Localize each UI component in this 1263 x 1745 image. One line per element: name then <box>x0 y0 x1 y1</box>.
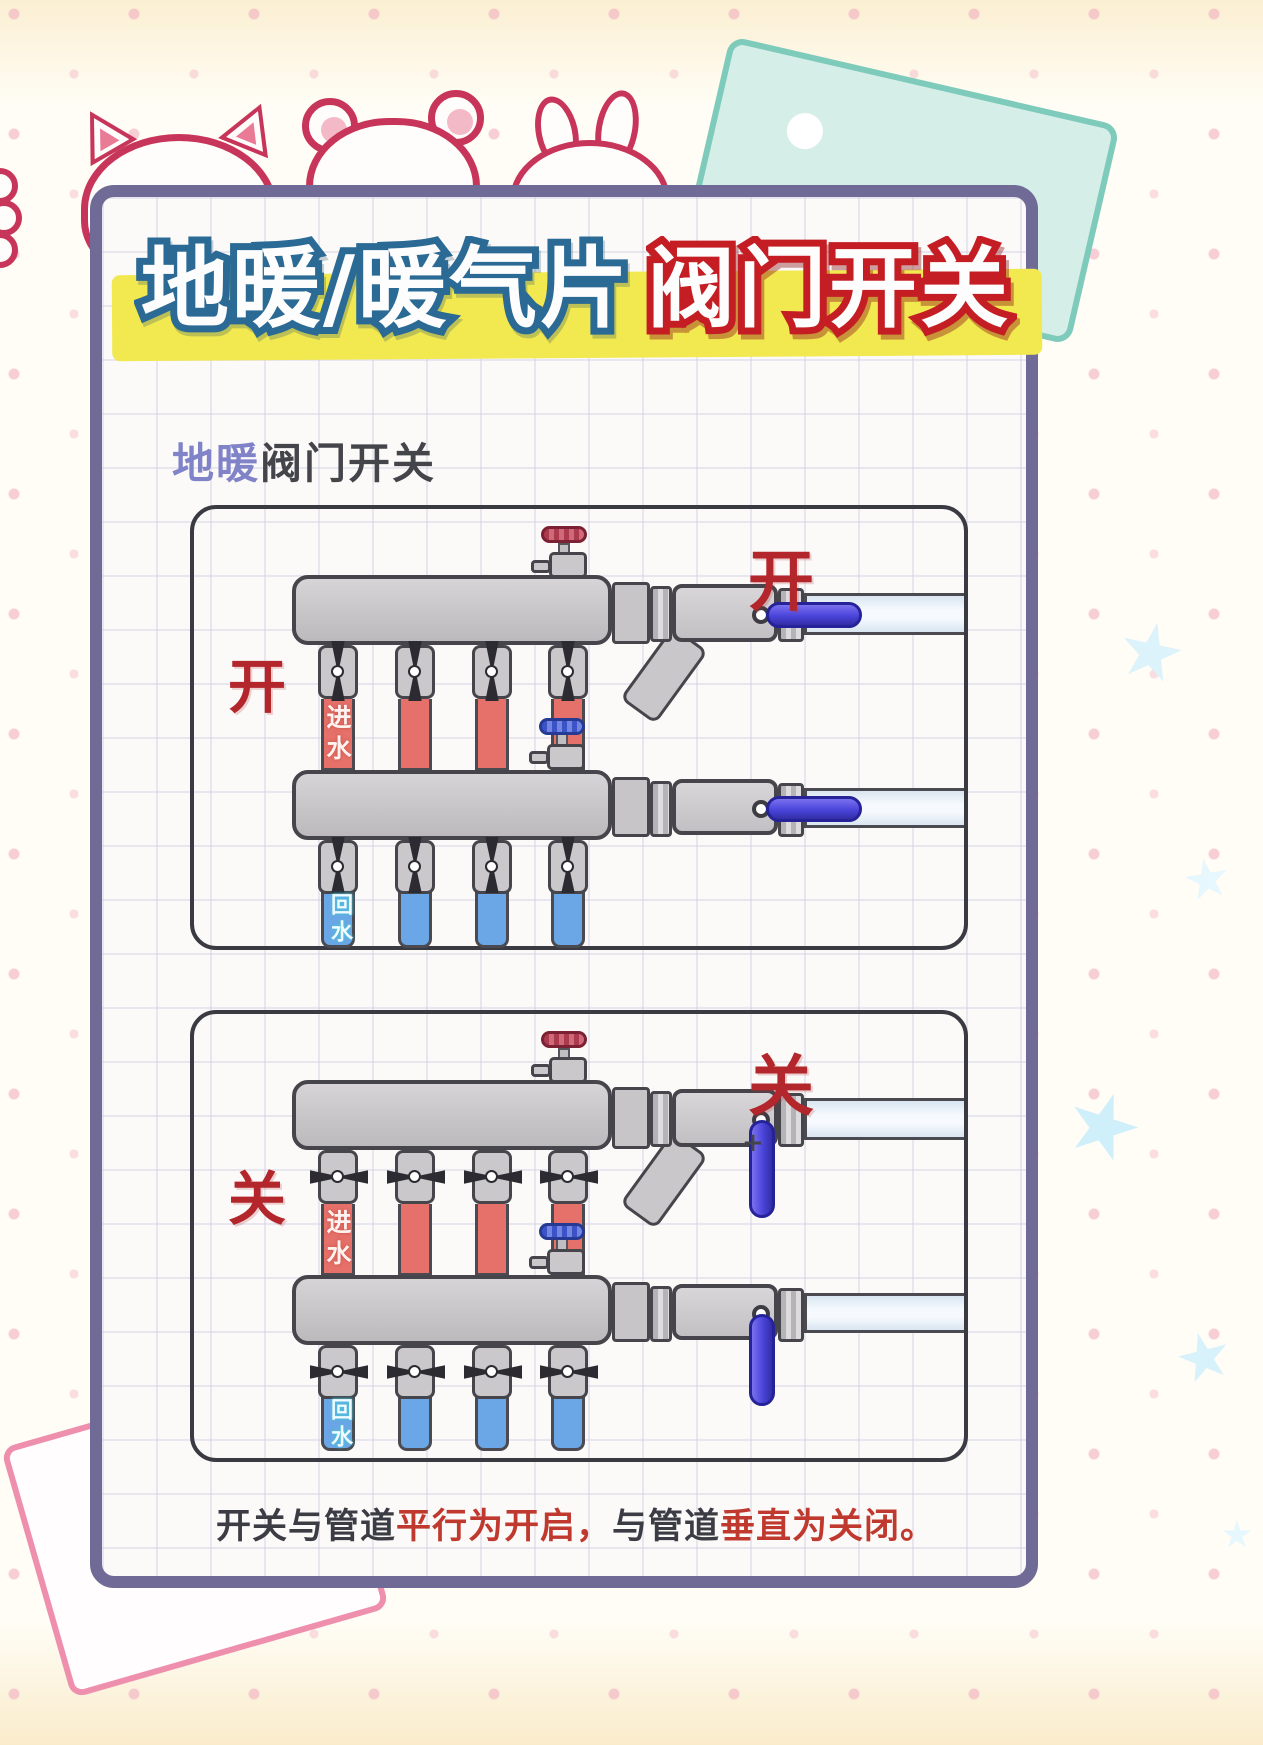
supply-label: 进水 <box>323 1209 352 1271</box>
star-icon <box>1182 855 1233 906</box>
main-valve-rings <box>650 1091 672 1147</box>
open-label: 开 <box>748 543 814 620</box>
main-pipe <box>804 1293 964 1333</box>
main-valve-rings <box>650 781 672 837</box>
vent-valve-body <box>549 1057 587 1083</box>
branch-valve-pivot <box>561 665 574 678</box>
main-valve-rings <box>778 1288 804 1342</box>
vent-valve-nub <box>531 1064 551 1077</box>
branch-valve-pivot <box>561 860 574 873</box>
vent-valve-knob-blue <box>539 718 585 735</box>
main-valve-rings <box>650 586 672 642</box>
vent-valve-nub <box>529 1256 549 1269</box>
vent-valve-knob-blue <box>539 1223 585 1240</box>
main-valve-handle-open <box>766 602 862 628</box>
return-pipe <box>475 890 509 948</box>
supply-pipe <box>398 699 432 771</box>
main-valve-cone <box>612 1282 650 1342</box>
teal-card-dot <box>783 109 827 153</box>
return-label: 回水 <box>327 893 352 947</box>
closed-label-side: 关 <box>228 1165 287 1233</box>
branch-valve-pivot <box>485 1365 498 1378</box>
vent-valve-nub <box>531 560 551 573</box>
branch-valve-pivot <box>331 1365 344 1378</box>
return-manifold <box>292 770 612 840</box>
vent-valve-body <box>547 744 585 770</box>
branch-valve-pivot <box>331 1170 344 1183</box>
return-pipe <box>398 1395 432 1451</box>
branch-valve-pivot <box>331 860 344 873</box>
subtitle: 地暖阀门开关 <box>172 430 436 491</box>
return-pipe <box>475 1395 509 1451</box>
subtitle-highlight: 地暖 <box>172 439 261 488</box>
return-pipe <box>551 1395 585 1451</box>
star-icon <box>1059 1083 1147 1171</box>
vent-valve-knob-red <box>541 526 587 543</box>
branch-valve-pivot <box>561 1365 574 1378</box>
main-valve-handle-closed <box>749 1120 775 1218</box>
caption-seg1: 开关与管道 <box>215 1507 396 1547</box>
star-icon <box>1114 616 1188 690</box>
main-valve-handle-closed <box>749 1314 775 1406</box>
vent-valve-knob-red <box>541 1031 587 1048</box>
main-valve-handle-open <box>766 796 862 822</box>
caption-seg2: 平行为开启， <box>395 1507 612 1547</box>
open-label-side: 开 <box>228 653 287 721</box>
caption: 开关与管道平行为开启，与管道垂直为关闭。 <box>102 1498 1050 1549</box>
caption-seg4: 垂直为关闭。 <box>720 1507 937 1547</box>
supply-manifold <box>292 1080 612 1150</box>
main-valve-cone <box>612 777 650 837</box>
closed-label: 关 <box>748 1048 814 1125</box>
return-manifold <box>292 1275 612 1345</box>
supply-pipe <box>398 1204 432 1276</box>
branch-valve-pivot <box>485 1170 498 1183</box>
branch-valve-pivot <box>408 860 421 873</box>
branch-valve-pivot <box>485 665 498 678</box>
branch-valve-pivot <box>485 860 498 873</box>
title-primary: 地暖/暖气片地暖/暖气片 <box>134 231 635 346</box>
supply-pipe <box>321 1204 355 1276</box>
return-pipe <box>398 890 432 948</box>
main-valve-cone <box>612 582 650 644</box>
branch-valve-pivot <box>408 665 421 678</box>
main-valve-cone <box>612 1087 650 1149</box>
return-pipe <box>321 1395 355 1451</box>
star-icon <box>1172 1326 1235 1389</box>
vent-valve-body <box>547 1249 585 1275</box>
supply-pipe <box>321 699 355 771</box>
diagram-closed-box <box>190 1010 968 1462</box>
branch-valve-pivot <box>561 1170 574 1183</box>
caption-seg3: 与管道 <box>612 1507 721 1547</box>
vent-valve-nub <box>529 751 549 764</box>
stray-plus-mark: + <box>742 1128 764 1158</box>
vent-valve-body <box>549 552 587 578</box>
return-label: 回水 <box>327 1398 352 1452</box>
return-pipe <box>551 890 585 948</box>
return-pipe <box>321 890 355 948</box>
main-pipe <box>804 1098 964 1140</box>
supply-pipe <box>475 699 509 771</box>
heart-scallop-decoration <box>0 168 26 278</box>
branch-valve-pivot <box>408 1170 421 1183</box>
branch-valve-pivot <box>331 665 344 678</box>
diagram-open-box <box>190 505 968 950</box>
star-icon <box>1222 1520 1252 1548</box>
page-title: 地暖/暖气片地暖/暖气片阀门开关阀门开关 <box>102 231 1050 346</box>
supply-pipe <box>475 1204 509 1276</box>
supply-manifold <box>292 575 612 645</box>
subtitle-rest: 阀门开关 <box>260 439 437 488</box>
main-valve-rings <box>650 1286 672 1342</box>
title-accent: 阀门开关阀门开关 <box>640 231 1015 346</box>
main-valve-rings <box>778 1093 804 1147</box>
branch-valve-pivot <box>408 1365 421 1378</box>
supply-label: 进水 <box>323 704 352 766</box>
